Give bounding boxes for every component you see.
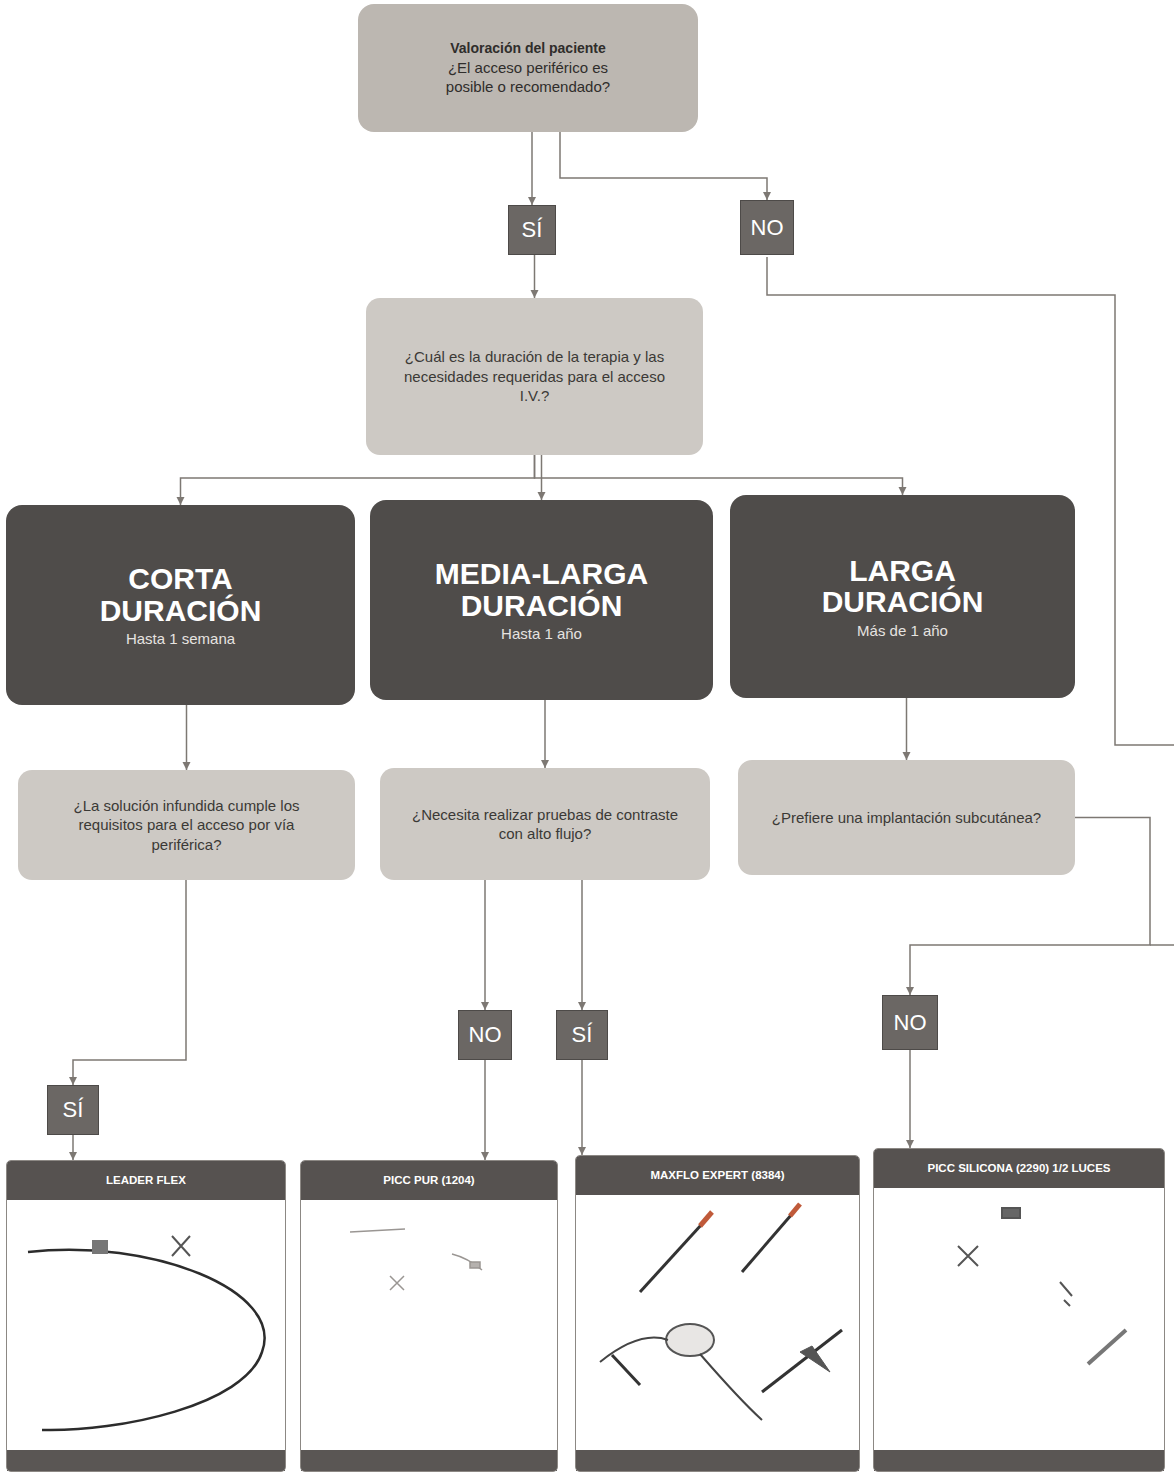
duration-box: MEDIA-LARGA DURACIÓN Hasta 1 año: [370, 500, 713, 700]
flow-connector: [73, 880, 186, 1085]
answer-box: NO: [740, 200, 794, 255]
answer-label: NO: [894, 1010, 927, 1036]
question-box: ¿Cuál es la duración de la terapia y las…: [366, 298, 703, 455]
answer-label: SÍ: [572, 1022, 593, 1048]
question-box: ¿La solución infundida cumple los requis…: [18, 770, 355, 880]
duration-range: Hasta 1 semana: [126, 630, 235, 647]
box-heading: Valoración del paciente: [450, 40, 606, 56]
product-name: LEADER FLEX: [7, 1161, 285, 1200]
product-card: PICC SILICONA (2290) 1/2 LUCES: [873, 1148, 1165, 1472]
duration-heading: MEDIA-LARGA DURACIÓN: [417, 558, 667, 621]
flow-connector: [581, 880, 583, 1010]
product-name: PICC PUR (1204): [301, 1161, 557, 1200]
picc-pur-device: [350, 1229, 482, 1290]
duration-range: Hasta 1 año: [501, 625, 582, 642]
duration-box: LARGA DURACIÓN Más de 1 año: [730, 495, 1075, 698]
answer-label: SÍ: [522, 217, 543, 243]
duration-heading: LARGA DURACIÓN: [778, 555, 1028, 618]
product-card: MAXFLO EXPERT (8384): [575, 1155, 860, 1472]
answer-label: NO: [751, 215, 784, 241]
product-name: MAXFLO EXPERT (8384): [576, 1156, 859, 1195]
question-text: ¿El acceso periférico es posible o recom…: [423, 59, 633, 97]
product-name: PICC SILICONA (2290) 1/2 LUCES: [874, 1149, 1164, 1188]
question-text: ¿Prefiere una implantación subcutánea?: [772, 808, 1041, 828]
question-text: ¿Necesita realizar pruebas de contraste …: [400, 805, 690, 844]
picc-silicona-device: [958, 1208, 1126, 1364]
flow-connector: [484, 880, 486, 1010]
answer-box: NO: [458, 1010, 512, 1060]
flow-connector: [906, 698, 908, 760]
answer-label: NO: [469, 1022, 502, 1048]
product-card: LEADER FLEX: [6, 1160, 286, 1472]
assessment-box: Valoración del paciente ¿El acceso perifé…: [358, 4, 698, 132]
product-card: PICC PUR (1204): [300, 1160, 558, 1472]
flow-connector: [186, 705, 188, 770]
flow-connector: [544, 700, 546, 768]
card-footer-bar: [7, 1450, 1164, 1471]
off-page-line: [1150, 944, 1174, 946]
answer-box: SÍ: [508, 205, 556, 255]
duration-range: Más de 1 año: [857, 622, 948, 639]
answer-box: SÍ: [556, 1010, 608, 1060]
maxflo-expert-kit: [600, 1204, 842, 1420]
flow-connector: [484, 1060, 486, 1160]
duration-box: CORTA DURACIÓN Hasta 1 semana: [6, 505, 355, 705]
leader-flex-catheter: [28, 1236, 265, 1430]
question-text: ¿Cuál es la duración de la terapia y las…: [390, 347, 680, 406]
question-box: ¿Necesita realizar pruebas de contraste …: [380, 768, 710, 880]
answer-box: SÍ: [47, 1085, 99, 1135]
flow-connector: [534, 255, 536, 298]
answer-label: SÍ: [63, 1097, 84, 1123]
flow-connector: [581, 1060, 583, 1155]
flow-connector: [560, 132, 767, 200]
duration-heading: CORTA DURACIÓN: [56, 563, 306, 626]
flow-connector: [72, 1135, 74, 1160]
flow-connector: [535, 455, 903, 495]
question-box: ¿Prefiere una implantación subcutánea?: [738, 760, 1075, 875]
question-text: ¿La solución infundida cumple los requis…: [42, 796, 332, 855]
flow-connector: [531, 132, 533, 205]
flow-connector: [181, 455, 535, 505]
answer-box: NO: [882, 995, 938, 1050]
flow-connector: [909, 1050, 911, 1148]
